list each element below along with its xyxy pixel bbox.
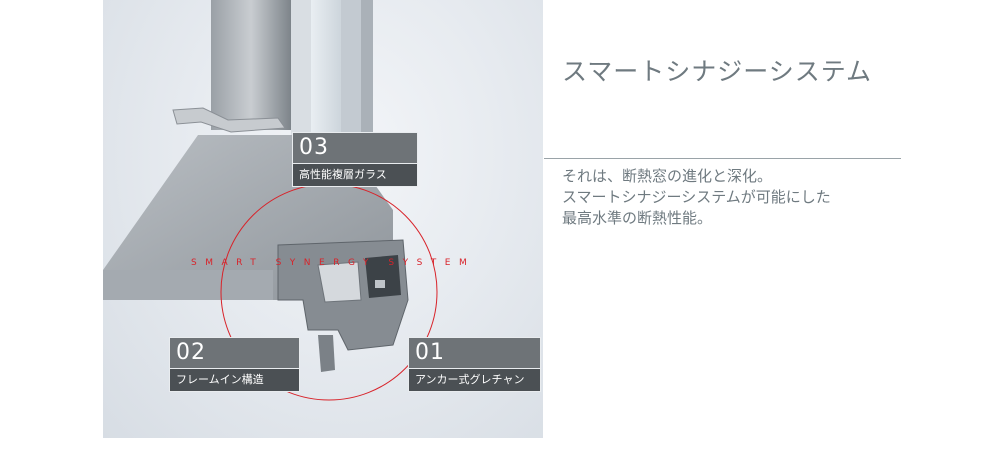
feature-label-03: 03 高性能複層ガラス xyxy=(292,132,418,187)
description-line: それは、断熱窓の進化と深化。 xyxy=(562,167,773,185)
feature-text: 高性能複層ガラス xyxy=(292,164,418,187)
section-title: スマートシナジーシステム xyxy=(562,57,873,86)
feature-text: アンカー式グレチャン xyxy=(408,369,541,392)
feature-label-02: 02 フレームイン構造 xyxy=(169,337,300,392)
feature-label-01: 01 アンカー式グレチャン xyxy=(408,337,541,392)
description: それは、断熱窓の進化と深化。 スマートシナジーシステムが可能にした 最高水準の断… xyxy=(562,166,831,229)
system-arc-text: SMART SYNERGY SYSTEM xyxy=(191,258,476,268)
feature-number: 03 xyxy=(292,132,418,164)
divider xyxy=(544,158,901,159)
description-line: スマートシナジーシステムが可能にした xyxy=(562,188,831,206)
description-line: 最高水準の断熱性能。 xyxy=(562,209,713,227)
product-photo: SMART SYNERGY SYSTEM 03 高性能複層ガラス 02 フレーム… xyxy=(103,0,543,438)
feature-text: フレームイン構造 xyxy=(169,369,300,392)
feature-number: 02 xyxy=(169,337,300,369)
feature-number: 01 xyxy=(408,337,541,369)
